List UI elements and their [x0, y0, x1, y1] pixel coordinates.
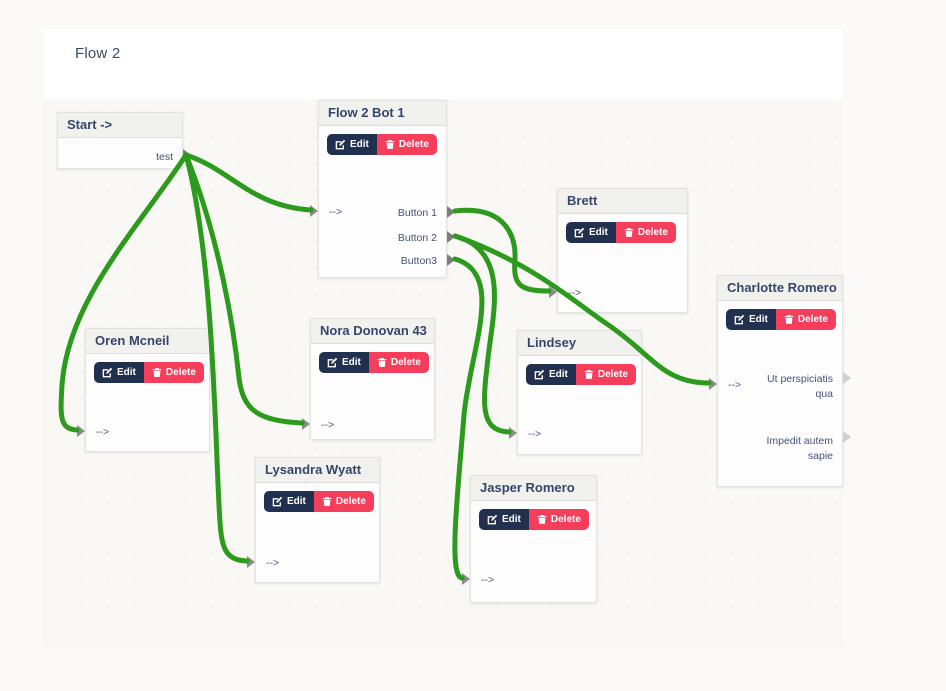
delete-button[interactable]: Delete [615, 222, 676, 243]
delete-button[interactable]: Delete [368, 352, 429, 373]
edit-button-label: Edit [549, 368, 568, 380]
node-jasper[interactable]: Jasper Romero Edit Delete --> [462, 475, 597, 603]
node-nora-title: Nora Donovan 43 [311, 319, 434, 344]
node-brett[interactable]: Brett Edit Delete --> [549, 188, 688, 313]
node-lindsey-title: Lindsey [518, 331, 641, 356]
node-oren-title: Oren Mcneil [86, 329, 209, 354]
node-jasper-title: Jasper Romero [471, 476, 596, 501]
node-start[interactable]: Start -> test [57, 112, 191, 169]
output-port-test[interactable] [183, 149, 191, 161]
node-start-title: Start -> [58, 113, 182, 138]
delete-button-label: Delete [597, 368, 628, 380]
output-label-button3: Button3 [400, 255, 437, 267]
input-port[interactable] [77, 425, 85, 437]
delete-button-label: Delete [390, 356, 421, 368]
delete-button-label: Delete [398, 138, 429, 150]
trash-icon [385, 139, 395, 150]
edit-pencil-icon [272, 496, 283, 507]
input-label: --> [321, 419, 335, 431]
edit-button-label: Edit [117, 366, 136, 378]
input-label: --> [481, 574, 495, 586]
edit-button[interactable]: Edit [94, 362, 144, 383]
output-label-button2: Button 2 [397, 232, 437, 244]
delete-button[interactable]: Delete [775, 309, 836, 330]
output-label-impedit-autem: Impedit autem sapie [766, 435, 833, 462]
flow-header-card: Flow 2 [43, 29, 843, 99]
edit-button[interactable]: Edit [327, 134, 377, 155]
node-flow2bot1-title: Flow 2 Bot 1 [319, 101, 446, 126]
node-lysandra-title: Lysandra Wyatt [256, 458, 379, 483]
edit-pencil-icon [102, 367, 113, 378]
delete-button-label: Delete [165, 366, 196, 378]
node-charlotte-title: Charlotte Romero [718, 276, 842, 301]
edit-button-label: Edit [502, 513, 521, 525]
trash-icon [152, 367, 162, 378]
delete-button[interactable]: Delete [313, 491, 374, 512]
edit-pencil-icon [335, 139, 346, 150]
edit-button-label: Edit [287, 495, 306, 507]
input-label: --> [568, 287, 582, 299]
delete-button[interactable]: Delete [143, 362, 204, 383]
delete-button-label: Delete [550, 513, 581, 525]
node-charlotte[interactable]: Charlotte Romero Edit Delete --> Ut pers… [709, 275, 851, 487]
input-port[interactable] [302, 418, 310, 430]
input-port[interactable] [709, 378, 717, 390]
edit-button[interactable]: Edit [479, 509, 529, 530]
trash-icon [322, 496, 332, 507]
input-label: --> [329, 206, 343, 218]
output-label-button1: Button 1 [397, 207, 437, 219]
input-port[interactable] [549, 286, 557, 298]
trash-icon [584, 369, 594, 380]
edit-button[interactable]: Edit [566, 222, 616, 243]
edit-pencil-icon [487, 514, 498, 525]
node-lindsey[interactable]: Lindsey Edit Delete --> [509, 330, 642, 455]
node-brett-title: Brett [558, 189, 687, 214]
edit-button[interactable]: Edit [526, 364, 576, 385]
edit-pencil-icon [574, 227, 585, 238]
delete-button-label: Delete [637, 226, 668, 238]
output-port-button1[interactable] [447, 206, 455, 218]
trash-icon [537, 514, 547, 525]
edit-pencil-icon [327, 357, 338, 368]
trash-icon [784, 314, 794, 325]
output-port-2[interactable] [843, 431, 851, 443]
output-label-ut-perspiciatis: Ut perspiciatis qua [767, 373, 833, 400]
flow-title: Flow 2 [75, 45, 121, 62]
trash-icon [377, 357, 387, 368]
edit-button-label: Edit [342, 356, 361, 368]
input-label: --> [96, 426, 110, 438]
node-oren[interactable]: Oren Mcneil Edit Delete --> [77, 328, 210, 452]
input-label: --> [728, 379, 742, 391]
delete-button-label: Delete [335, 495, 366, 507]
input-port[interactable] [310, 205, 318, 217]
edit-button-label: Edit [350, 138, 369, 150]
edit-button[interactable]: Edit [319, 352, 369, 373]
edit-pencil-icon [734, 314, 745, 325]
delete-button[interactable]: Delete [575, 364, 636, 385]
output-label-test: test [156, 151, 173, 163]
node-flow2bot1[interactable]: Flow 2 Bot 1 Edit Delete --> Button 1 Bu… [310, 100, 455, 278]
input-port[interactable] [509, 427, 517, 439]
delete-button[interactable]: Delete [376, 134, 437, 155]
delete-button-label: Delete [797, 313, 828, 325]
input-port[interactable] [462, 573, 470, 585]
input-port[interactable] [247, 556, 255, 568]
output-port-button3[interactable] [447, 254, 455, 266]
edit-button[interactable]: Edit [726, 309, 776, 330]
input-label: --> [266, 557, 280, 569]
node-nora[interactable]: Nora Donovan 43 Edit Delete --> [302, 318, 435, 440]
output-port-1[interactable] [843, 372, 851, 384]
node-lysandra[interactable]: Lysandra Wyatt Edit Delete --> [247, 457, 380, 583]
output-port-button2[interactable] [447, 231, 455, 243]
trash-icon [624, 227, 634, 238]
edit-button[interactable]: Edit [264, 491, 314, 512]
edit-pencil-icon [534, 369, 545, 380]
input-label: --> [528, 428, 542, 440]
edit-button-label: Edit [749, 313, 768, 325]
delete-button[interactable]: Delete [528, 509, 589, 530]
edit-button-label: Edit [589, 226, 608, 238]
